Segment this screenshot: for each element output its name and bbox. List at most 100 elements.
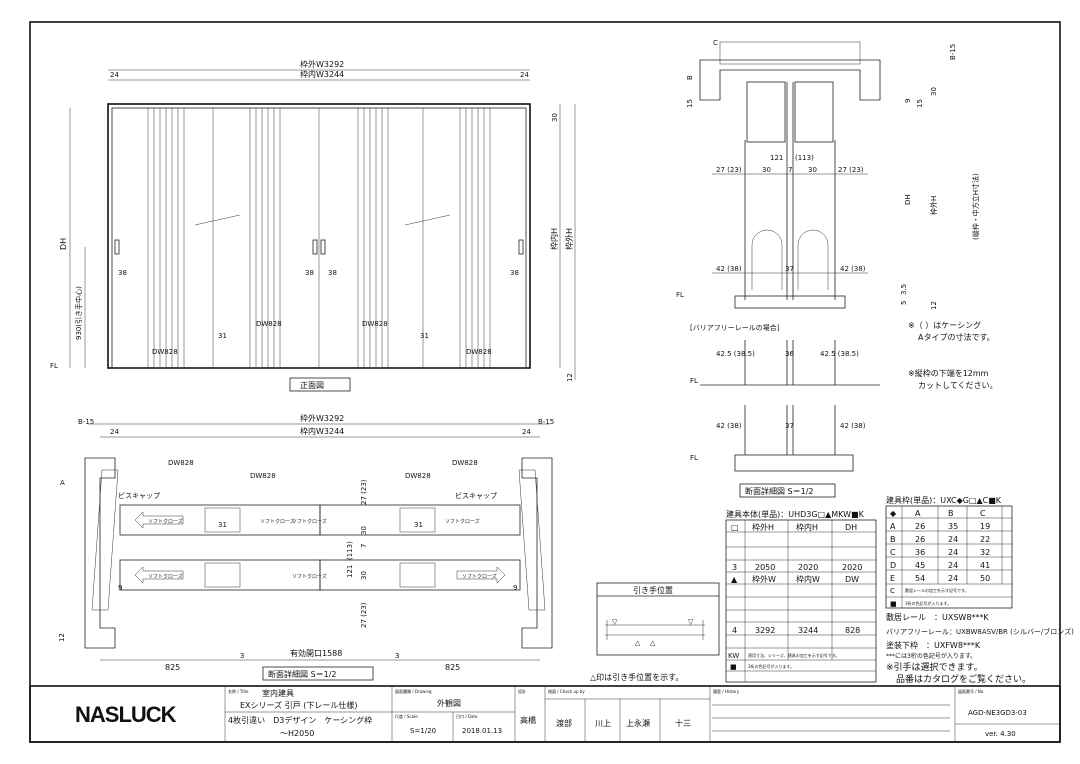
sill-rail-part: 敷居レール ：UXSW8***K xyxy=(886,612,989,622)
table-header: 枠内H xyxy=(796,522,818,532)
checker: 十三 xyxy=(675,718,691,728)
door-frame-title: 建具枠(単品)：UXC◆G□▲C■K xyxy=(886,495,1002,505)
dim-38: 38 xyxy=(118,269,127,277)
handle-icon xyxy=(518,239,524,255)
dim-12: 12 xyxy=(930,301,938,310)
date-value: 2018.01.13 xyxy=(462,727,502,735)
table-cell: C xyxy=(890,587,895,595)
title-label: 名称 / Title xyxy=(228,688,249,694)
table-cell: 54 xyxy=(915,574,925,583)
dim-9: 9 xyxy=(904,99,912,103)
dim-a: A xyxy=(60,479,65,487)
note-casing: ※（ ）はケーシング xyxy=(908,320,981,330)
plan-section: B-15 B-15 枠外W3292 枠内W3244 24 24 A DW828 … xyxy=(58,413,554,681)
table-header: 枠内W xyxy=(796,574,820,584)
handle-position-diagram: 引き手位置 ▽△△▽ △印は引き手位置を示す。 xyxy=(590,582,720,682)
note-casing-2: Aタイプの寸法です。 xyxy=(918,332,995,342)
dim-b15: B-15 xyxy=(949,44,957,60)
table-cell: 2050 xyxy=(755,563,775,572)
front-elevation: 枠外W3292 枠内W3244 24 24 38 38 38 38 31 31 … xyxy=(50,59,576,392)
table-cell: 3244 xyxy=(798,626,818,635)
soft-close-arrows: ソフトクローズ ソフトクローズ ソフトクローズ ソフトクローズ ソフトクローズ … xyxy=(134,511,506,584)
table-cell: 24 xyxy=(948,574,958,583)
table-cell: 35 xyxy=(948,522,958,531)
dim-7: 7 xyxy=(360,544,368,548)
dim-inner-height: 枠内H xyxy=(549,228,559,250)
table-cell: E xyxy=(890,574,895,583)
scale-value: S=1/20 xyxy=(410,727,436,735)
dim-row1: 30 xyxy=(762,166,771,174)
dim-row2: 42 (38) xyxy=(840,265,866,273)
table-cell: 3292 xyxy=(755,626,775,635)
drawing-type: 外観図 xyxy=(437,698,461,708)
dim-row4: 42 (38) xyxy=(840,422,866,430)
front-elevation-caption: 正面図 xyxy=(300,381,324,390)
table-cell: 828 xyxy=(845,626,860,635)
table-cell: 2020 xyxy=(798,563,818,572)
dim-outer-width: 枠外W3292 xyxy=(300,413,344,423)
soft-close-label: ソフトクローズ xyxy=(148,573,183,580)
checker: 上永瀬 xyxy=(626,718,650,728)
dim-side: 24 xyxy=(522,428,531,436)
dim-b15: B-15 xyxy=(538,418,554,426)
dim-side: 24 xyxy=(520,71,529,79)
dim-dw: DW828 xyxy=(152,348,178,356)
table-header: 枠外H xyxy=(752,522,774,532)
table-header: ▲ xyxy=(731,575,738,584)
table-cell: 19 xyxy=(980,522,990,531)
barrier-free-rail-part: バリアフリーレール：UXBW8ASV/BR (シルバー/ブロンズ) xyxy=(886,627,1074,636)
dim-row3: 42.5 (38.5) xyxy=(820,350,859,358)
dim-inner-width: 枠内W3244 xyxy=(300,426,344,436)
dim-30: 30 xyxy=(930,87,938,96)
table-note: 3桁の色記号が入ります。 xyxy=(748,663,794,669)
dim-27: 27 (23) xyxy=(360,479,368,505)
painted-lower-frame-part: 塗装下枠 ：UXFW8***K xyxy=(886,640,981,650)
dim-12: 12 xyxy=(566,373,574,382)
dim-row3: 42.5 (38.5) xyxy=(716,350,755,358)
catalog-note: 品番はカタログをご覧ください。 xyxy=(896,673,1031,685)
svg-text:△: △ xyxy=(650,639,656,647)
dim-3: 3 xyxy=(240,652,244,660)
table-cell: C xyxy=(890,548,896,557)
dim-frame-inner-width: 枠内W3244 xyxy=(300,69,344,79)
dim-30: 30 xyxy=(551,113,559,122)
note-cut: ※縦枠の下端を12mm xyxy=(908,368,989,378)
dim-15: 15 xyxy=(686,99,694,108)
screw-cap-label: ビスキャップ xyxy=(455,491,497,500)
dim-12: 12 xyxy=(58,633,66,642)
dim-31: 31 xyxy=(414,521,423,529)
table-cell: 26 xyxy=(915,522,925,531)
table-cell: 26 xyxy=(915,535,925,544)
table-cell: 45 xyxy=(915,561,925,570)
dim-9: 9 xyxy=(118,584,122,592)
product-category: 室内建具 xyxy=(262,688,294,698)
table-header: DH xyxy=(845,523,857,532)
note-cut-2: カットしてください。 xyxy=(918,381,998,390)
dim-dh: DH xyxy=(904,194,912,205)
product-height: ～H2050 xyxy=(280,729,314,738)
svg-text:▽: ▽ xyxy=(688,618,694,626)
dim-27: 27 (23) xyxy=(360,602,368,628)
table-cell: 4 xyxy=(732,626,737,635)
designer: 高橋 xyxy=(520,715,536,725)
section-caption: 断面詳細図 S＝1/2 xyxy=(745,486,814,496)
drawing-number-label: 図面番号 / No. xyxy=(958,688,985,694)
floor-level: FL xyxy=(676,291,684,299)
floor-level: FL xyxy=(690,454,698,462)
table-cell: 24 xyxy=(948,535,958,544)
dim-825: 825 xyxy=(445,663,460,672)
door-body-table: 建具本体(単品)：UHD3G□▲MKW■K □ 枠外H 枠内H DH 3 205… xyxy=(725,509,877,683)
table-header: 枠外W xyxy=(752,574,776,584)
drawing-number: AGD-NE3GD3-03 xyxy=(968,709,1027,717)
dim-31: 31 xyxy=(218,332,227,340)
history-label: 履歴 / History xyxy=(713,688,740,694)
dim-121: 121 xyxy=(346,565,354,578)
dim-c: C xyxy=(713,39,718,47)
table-cell: ■ xyxy=(730,663,737,671)
dim-row1: 30 xyxy=(808,166,817,174)
dim-row2: 37 xyxy=(785,265,794,273)
dim-dw: DW828 xyxy=(250,472,276,480)
dim-dw: DW828 xyxy=(362,320,388,328)
checker: 川上 xyxy=(595,719,611,728)
dim-dw: DW828 xyxy=(405,472,431,480)
